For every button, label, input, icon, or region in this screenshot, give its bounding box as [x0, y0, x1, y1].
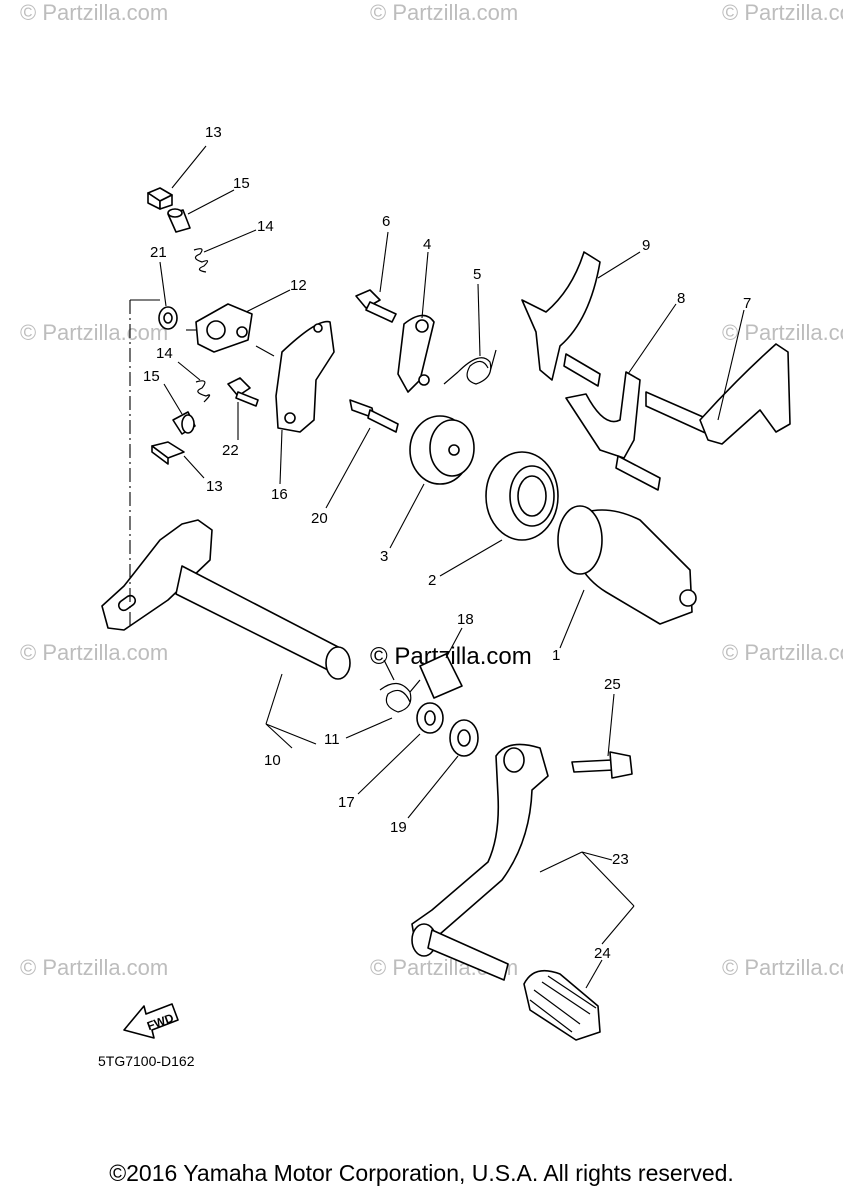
callout-3: 3 [380, 548, 388, 565]
callouts: 13 15 14 21 12 14 15 13 22 16 6 4 5 20 3… [143, 124, 751, 962]
part-24-rubber [523, 969, 601, 1041]
watermark-bottom-left: © Partzilla.com [20, 955, 168, 980]
watermark-top-center: © Partzilla.com [370, 0, 518, 25]
callout-2: 2 [428, 572, 436, 589]
callout-22: 22 [222, 442, 239, 459]
callout-21: 21 [150, 244, 167, 261]
watermark-mid-left: © Partzilla.com [20, 320, 168, 345]
part-7-shift-fork [645, 343, 791, 445]
part-17-washer [416, 702, 444, 734]
diagram-code: 5TG7100-D162 [98, 1053, 195, 1069]
callout-24: 24 [594, 945, 611, 962]
watermark-low-right: © Partzilla.com [722, 640, 843, 665]
watermark-bottom-right: © Partzilla.com [722, 955, 843, 980]
part-23-shift-pedal [411, 743, 549, 981]
callout-14-top: 14 [257, 218, 274, 235]
part-5-spring [443, 349, 497, 385]
part-8-shift-fork [565, 371, 661, 491]
part-12-stopper-lever [186, 303, 253, 353]
callout-19: 19 [390, 819, 407, 836]
callout-1: 1 [552, 647, 560, 664]
part-25-bolt [571, 751, 633, 779]
part-2-bearing [485, 451, 559, 541]
part-21-collar [158, 306, 178, 330]
callout-14-lower: 14 [156, 345, 173, 362]
part-20-bolt [349, 399, 399, 433]
callout-13-lower: 13 [206, 478, 223, 495]
part-22-bolt [227, 377, 259, 407]
watermark-top-right: © Partzilla.com [722, 0, 843, 25]
watermarks: © Partzilla.com © Partzilla.com © Partzi… [20, 0, 843, 980]
part-15-pin-top [167, 208, 191, 233]
callout-23: 23 [612, 851, 629, 868]
callout-15-top: 15 [233, 175, 250, 192]
callout-16: 16 [271, 486, 288, 503]
part-11-spring [379, 659, 421, 713]
part-14-spring-lower [195, 380, 211, 403]
part-14-spring-top [193, 248, 209, 273]
part-18-pin [419, 653, 463, 699]
part-13-key-top [147, 187, 173, 210]
callout-6: 6 [382, 213, 390, 230]
callout-12: 12 [290, 277, 307, 294]
part-16-segment [275, 320, 335, 433]
callout-7: 7 [743, 295, 751, 312]
callout-9: 9 [642, 237, 650, 254]
part-6-bolt [355, 289, 397, 323]
callout-8: 8 [677, 290, 685, 307]
callout-25: 25 [604, 676, 621, 693]
part-19-seal [449, 719, 479, 757]
fwd-arrow-icon: FWD [123, 1003, 179, 1039]
part-15-pin-lower [172, 411, 196, 435]
copyright-notice: ©2016 Yamaha Motor Corporation, U.S.A. A… [109, 1160, 734, 1186]
callout-15-lower: 15 [143, 368, 160, 385]
callout-17: 17 [338, 794, 355, 811]
watermark-mid-right: © Partzilla.com [722, 320, 843, 345]
part-10-shift-shaft [101, 299, 351, 680]
part-4-lever [397, 314, 435, 393]
part-3-segment-head [409, 415, 475, 485]
part-13-key-lower [151, 441, 185, 465]
part-1-shift-cam [557, 505, 697, 625]
callout-20: 20 [311, 510, 328, 527]
watermark-top-left: © Partzilla.com [20, 0, 168, 25]
leader-lines [159, 145, 745, 989]
callout-11: 11 [324, 731, 340, 748]
callout-4: 4 [423, 236, 431, 253]
watermark-low-left: © Partzilla.com [20, 640, 168, 665]
callout-18: 18 [457, 611, 474, 628]
callout-13-top: 13 [205, 124, 222, 141]
callout-10: 10 [264, 752, 281, 769]
callout-5: 5 [473, 266, 481, 283]
part-9-shift-fork [521, 251, 601, 387]
